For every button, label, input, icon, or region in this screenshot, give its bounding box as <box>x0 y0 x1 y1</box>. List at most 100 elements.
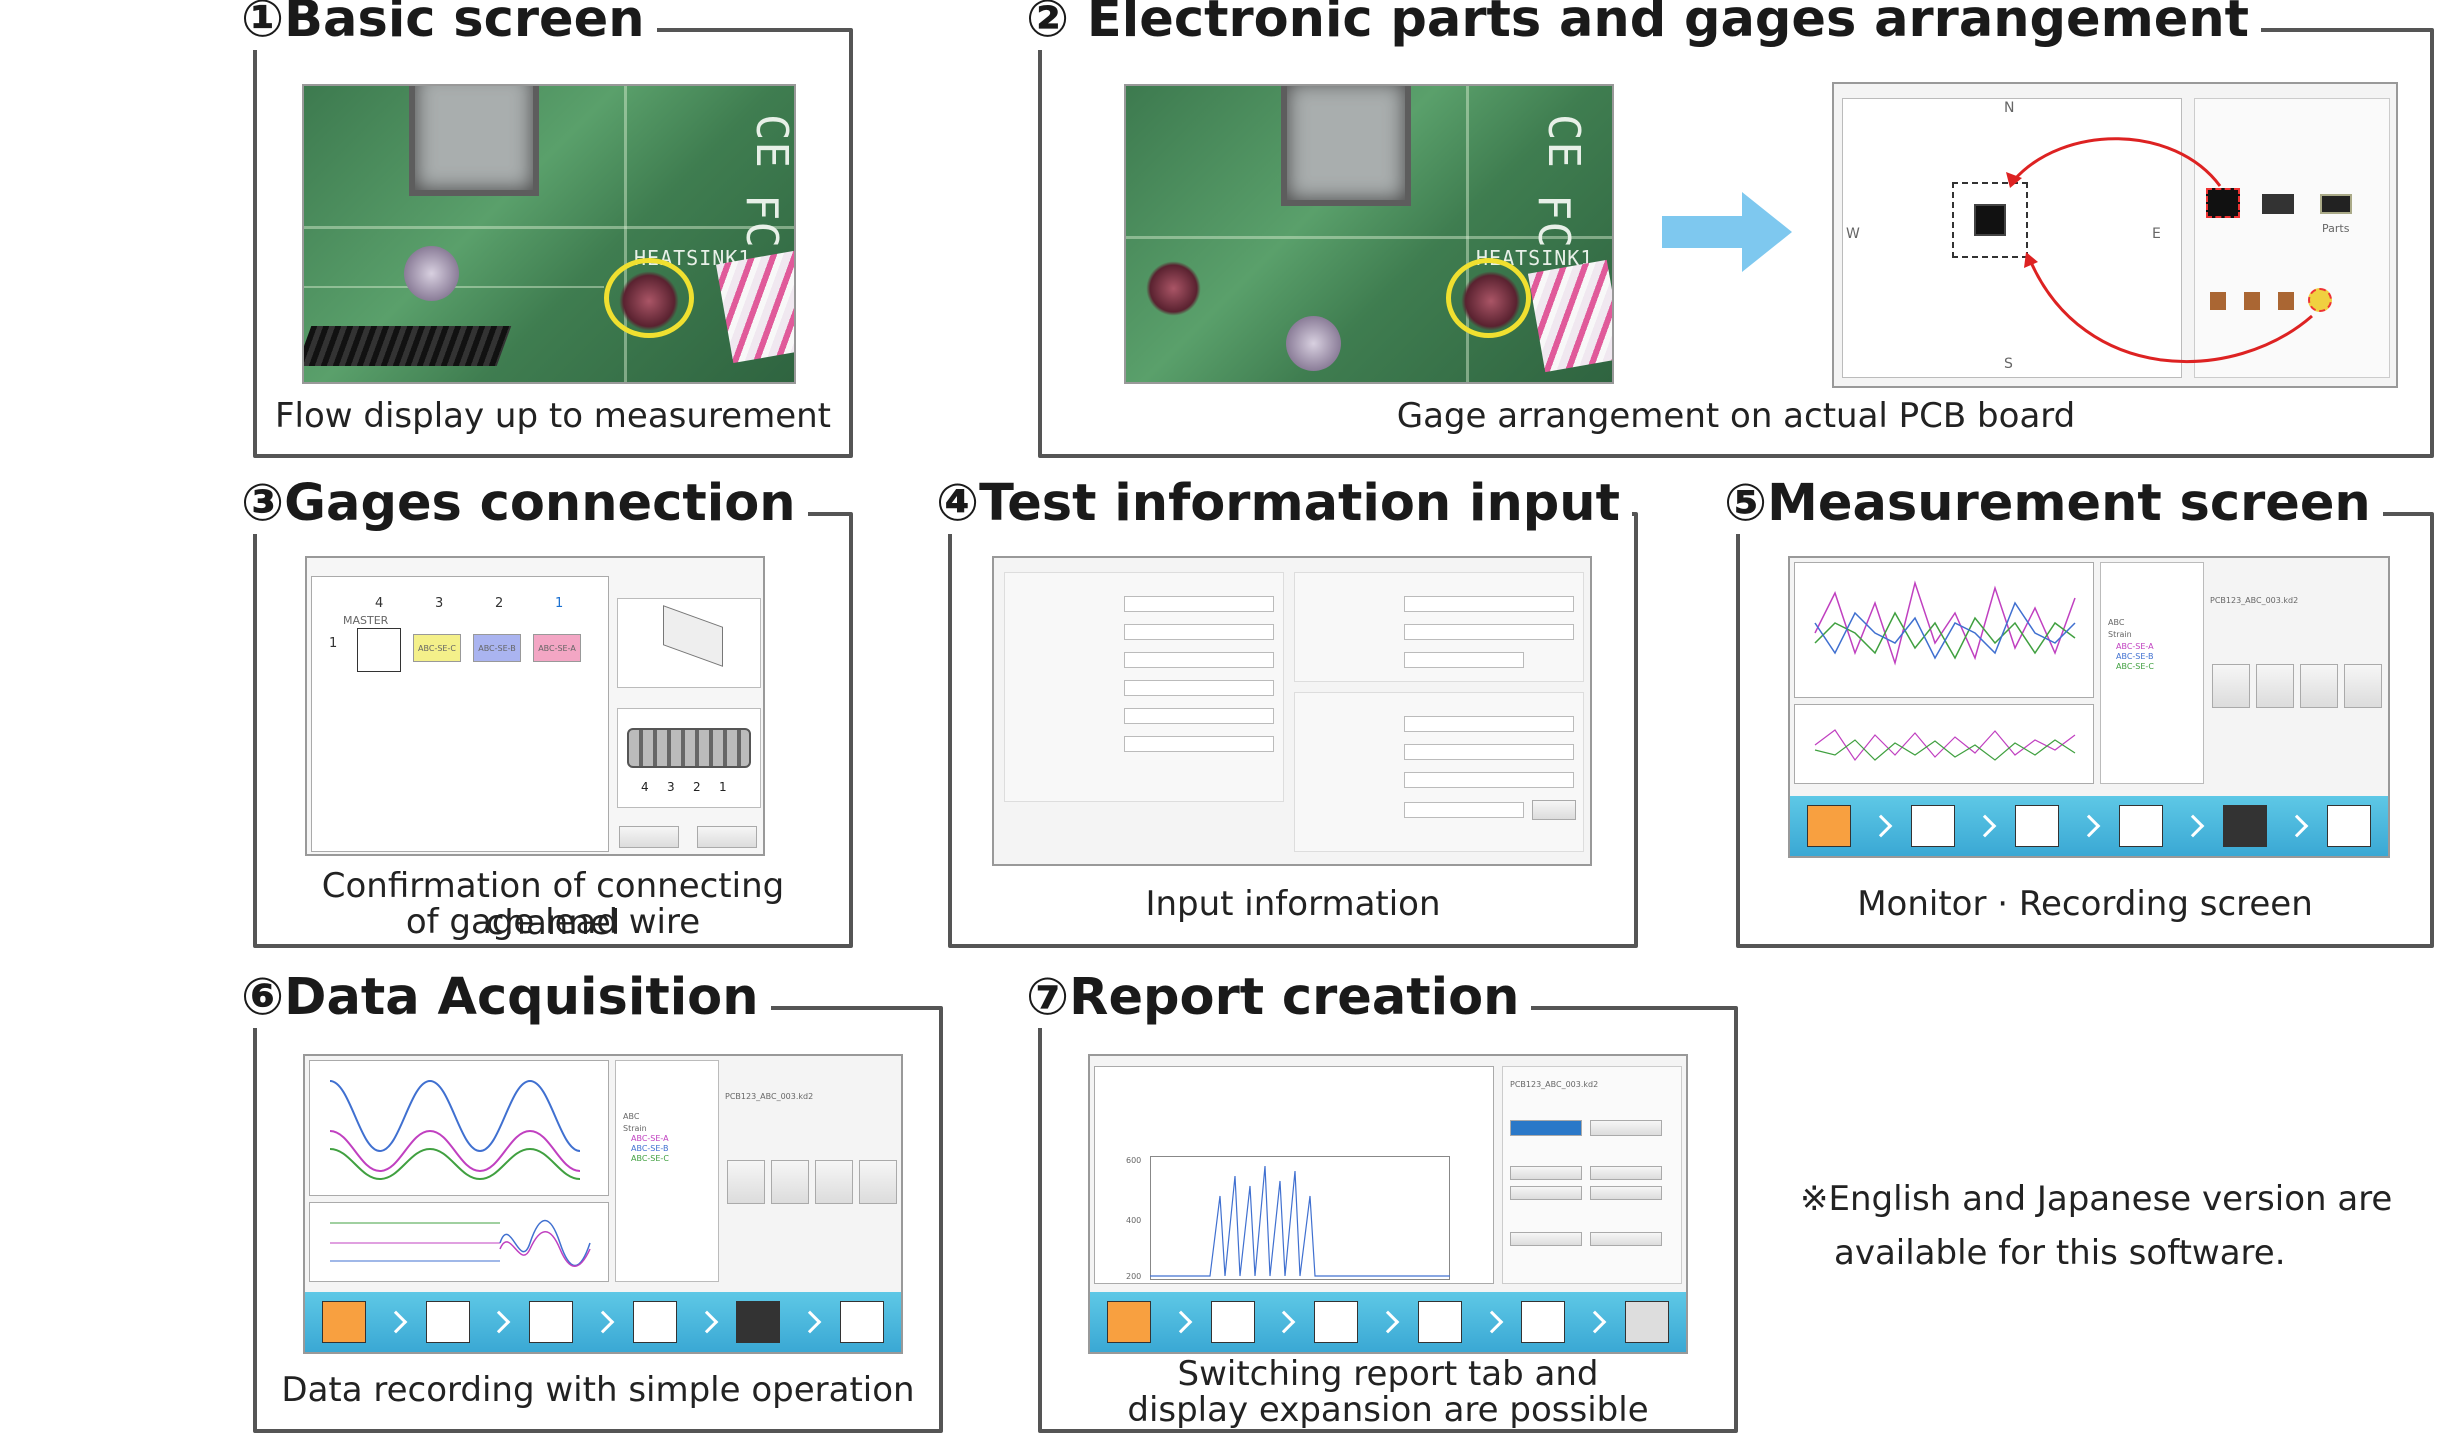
report-output-2[interactable] <box>1590 1232 1662 1246</box>
acquisition-chart-bottom <box>309 1202 609 1282</box>
browse-button[interactable] <box>1532 800 1576 820</box>
panel-caption: Monitor · Recording screen <box>1857 884 2313 924</box>
compass-south: S <box>2004 356 2013 372</box>
record-button[interactable] <box>2256 664 2294 708</box>
channel-b: ABC-SE-B <box>631 1144 669 1153</box>
gage-cell-yellow: ABC-SE-C <box>413 634 461 662</box>
panel-caption: Gage arrangement on actual PCB board <box>1396 396 2076 436</box>
compass-west: W <box>1846 226 1860 242</box>
connector-num-1: 1 <box>719 780 727 794</box>
arrangement-window: N S W E Parts <box>1832 82 2398 388</box>
master-label: MASTER <box>343 614 389 627</box>
report-tab-a[interactable] <box>1510 1120 1582 1136</box>
panel-caption: Input information <box>1145 884 1441 924</box>
panel-title: ⑥Data Acquisition <box>241 968 771 1028</box>
pcb-photo: CE FC HEATSINK1 <box>1124 84 1614 384</box>
panel-title: ② Electronic parts and gages arrangement <box>1026 0 2262 50</box>
acquisition-window: ABC Strain ABC-SE-A ABC-SE-B ABC-SE-C PC… <box>303 1054 903 1354</box>
panel-caption: Data recording with simple operation <box>281 1370 915 1410</box>
step-measurement[interactable] <box>736 1301 781 1343</box>
fc-mark: FC <box>735 194 787 249</box>
step-test-info[interactable] <box>2119 805 2163 847</box>
next-button[interactable] <box>697 826 757 848</box>
workflow-bar <box>1790 796 2388 856</box>
y-tick-600: 600 <box>1126 1156 1142 1165</box>
report-btn-2[interactable] <box>1590 1166 1662 1180</box>
note-line2: available for this software. <box>1834 1233 2286 1273</box>
channel-b: ABC-SE-B <box>2116 652 2154 661</box>
channel-a: ABC-SE-A <box>631 1134 669 1143</box>
report-output-1[interactable] <box>1510 1232 1582 1246</box>
placement-arrows <box>2006 137 2313 363</box>
balance-button[interactable] <box>2212 664 2250 708</box>
step-home[interactable] <box>321 1301 366 1343</box>
panel-title: ①Basic screen <box>241 0 657 50</box>
file-name: PCB123_ABC_003.kd2 <box>2210 596 2299 605</box>
pcb-photo: CE FC HEATSINK1 <box>302 84 796 384</box>
y-tick-200: 200 <box>1126 1272 1142 1281</box>
note-line1: ※English and Japanese version are <box>1800 1179 2393 1219</box>
panel-measurement: ⑤Measurement screen ABC Strain ABC-SE-A … <box>1724 474 2434 948</box>
channel-strain: Strain <box>2108 630 2132 639</box>
step-test-info[interactable] <box>1417 1301 1462 1343</box>
monitor-chart-bottom <box>1794 704 2094 784</box>
channel-c: ABC-SE-C <box>2116 662 2154 671</box>
highlight-ring <box>1446 258 1531 338</box>
panel-test-info: ④Test information input Input informatio… <box>936 474 1638 948</box>
panel-arrangement: ② Electronic parts and gages arrangement… <box>1026 0 2434 458</box>
balance-button[interactable] <box>727 1160 765 1204</box>
stop-button[interactable] <box>2344 664 2382 708</box>
step-measurement[interactable] <box>1521 1301 1566 1343</box>
marker-button[interactable] <box>2300 664 2338 708</box>
parts-label: Parts <box>2322 222 2350 235</box>
step-gage-arrangement[interactable] <box>1210 1301 1255 1343</box>
back-button[interactable] <box>619 826 679 848</box>
step-home[interactable] <box>1807 805 1851 847</box>
step-gage-connection[interactable] <box>529 1301 574 1343</box>
ce-mark: CE <box>745 114 796 169</box>
language-note: ※English and Japanese version are availa… <box>1800 1172 2392 1280</box>
step-report[interactable] <box>2327 805 2371 847</box>
acquisition-chart-top <box>309 1060 609 1196</box>
stop-button[interactable] <box>859 1160 897 1204</box>
step-test-info[interactable] <box>632 1301 677 1343</box>
step-gage-arrangement[interactable] <box>1911 805 1955 847</box>
report-btn-3[interactable] <box>1510 1186 1582 1200</box>
step-gage-arrangement[interactable] <box>425 1301 470 1343</box>
panel-data-acquisition: ⑥Data Acquisition ABC Strain ABC-SE-A AB… <box>241 968 943 1433</box>
row-label: 1 <box>329 636 338 651</box>
panel-caption-line2: of gage lead wire <box>405 902 701 942</box>
measurement-window: ABC Strain ABC-SE-A ABC-SE-B ABC-SE-C PC… <box>1788 556 2390 858</box>
panel-title: ⑦Report creation <box>1026 968 1532 1028</box>
marker-button[interactable] <box>815 1160 853 1204</box>
step-gage-connection[interactable] <box>1314 1301 1359 1343</box>
connector-num-3: 3 <box>667 780 675 794</box>
report-btn-4[interactable] <box>1590 1186 1662 1200</box>
channel-1: 1 <box>555 596 564 611</box>
report-window: 600 400 200 PCB123_ABC_003.kd2 <box>1088 1054 1688 1354</box>
panel-caption-line1: Confirmation of connecting channel <box>321 866 785 943</box>
panel-title: ③Gages connection <box>241 474 808 534</box>
record-button[interactable] <box>771 1160 809 1204</box>
y-tick-400: 400 <box>1126 1216 1142 1225</box>
connector-icon <box>627 728 751 768</box>
channel-3: 3 <box>435 596 444 611</box>
panel-title: ④Test information input <box>936 474 1632 534</box>
step-report[interactable] <box>840 1301 885 1343</box>
step-report[interactable] <box>1625 1301 1670 1343</box>
channel-c: ABC-SE-C <box>631 1154 669 1163</box>
report-btn-1[interactable] <box>1510 1166 1582 1180</box>
highlight-ring <box>604 258 694 338</box>
connection-window: 4 3 2 1 MASTER 1 ABC-SE-C ABC-SE-B ABC-S… <box>305 556 765 856</box>
step-measurement[interactable] <box>2223 805 2267 847</box>
step-home[interactable] <box>1106 1301 1151 1343</box>
cpu-chip <box>409 86 539 196</box>
panel-caption: Flow display up to measurement <box>274 396 832 436</box>
channel-2: 2 <box>495 596 504 611</box>
file-name: PCB123_ABC_003.kd2 <box>725 1092 814 1101</box>
connector-num-4: 4 <box>641 780 649 794</box>
gage-cell-pink: ABC-SE-A <box>533 634 581 662</box>
step-gage-connection[interactable] <box>2015 805 2059 847</box>
report-tab-b[interactable] <box>1590 1120 1662 1136</box>
panel-caption-line2: display expansion are possible <box>1127 1390 1649 1430</box>
